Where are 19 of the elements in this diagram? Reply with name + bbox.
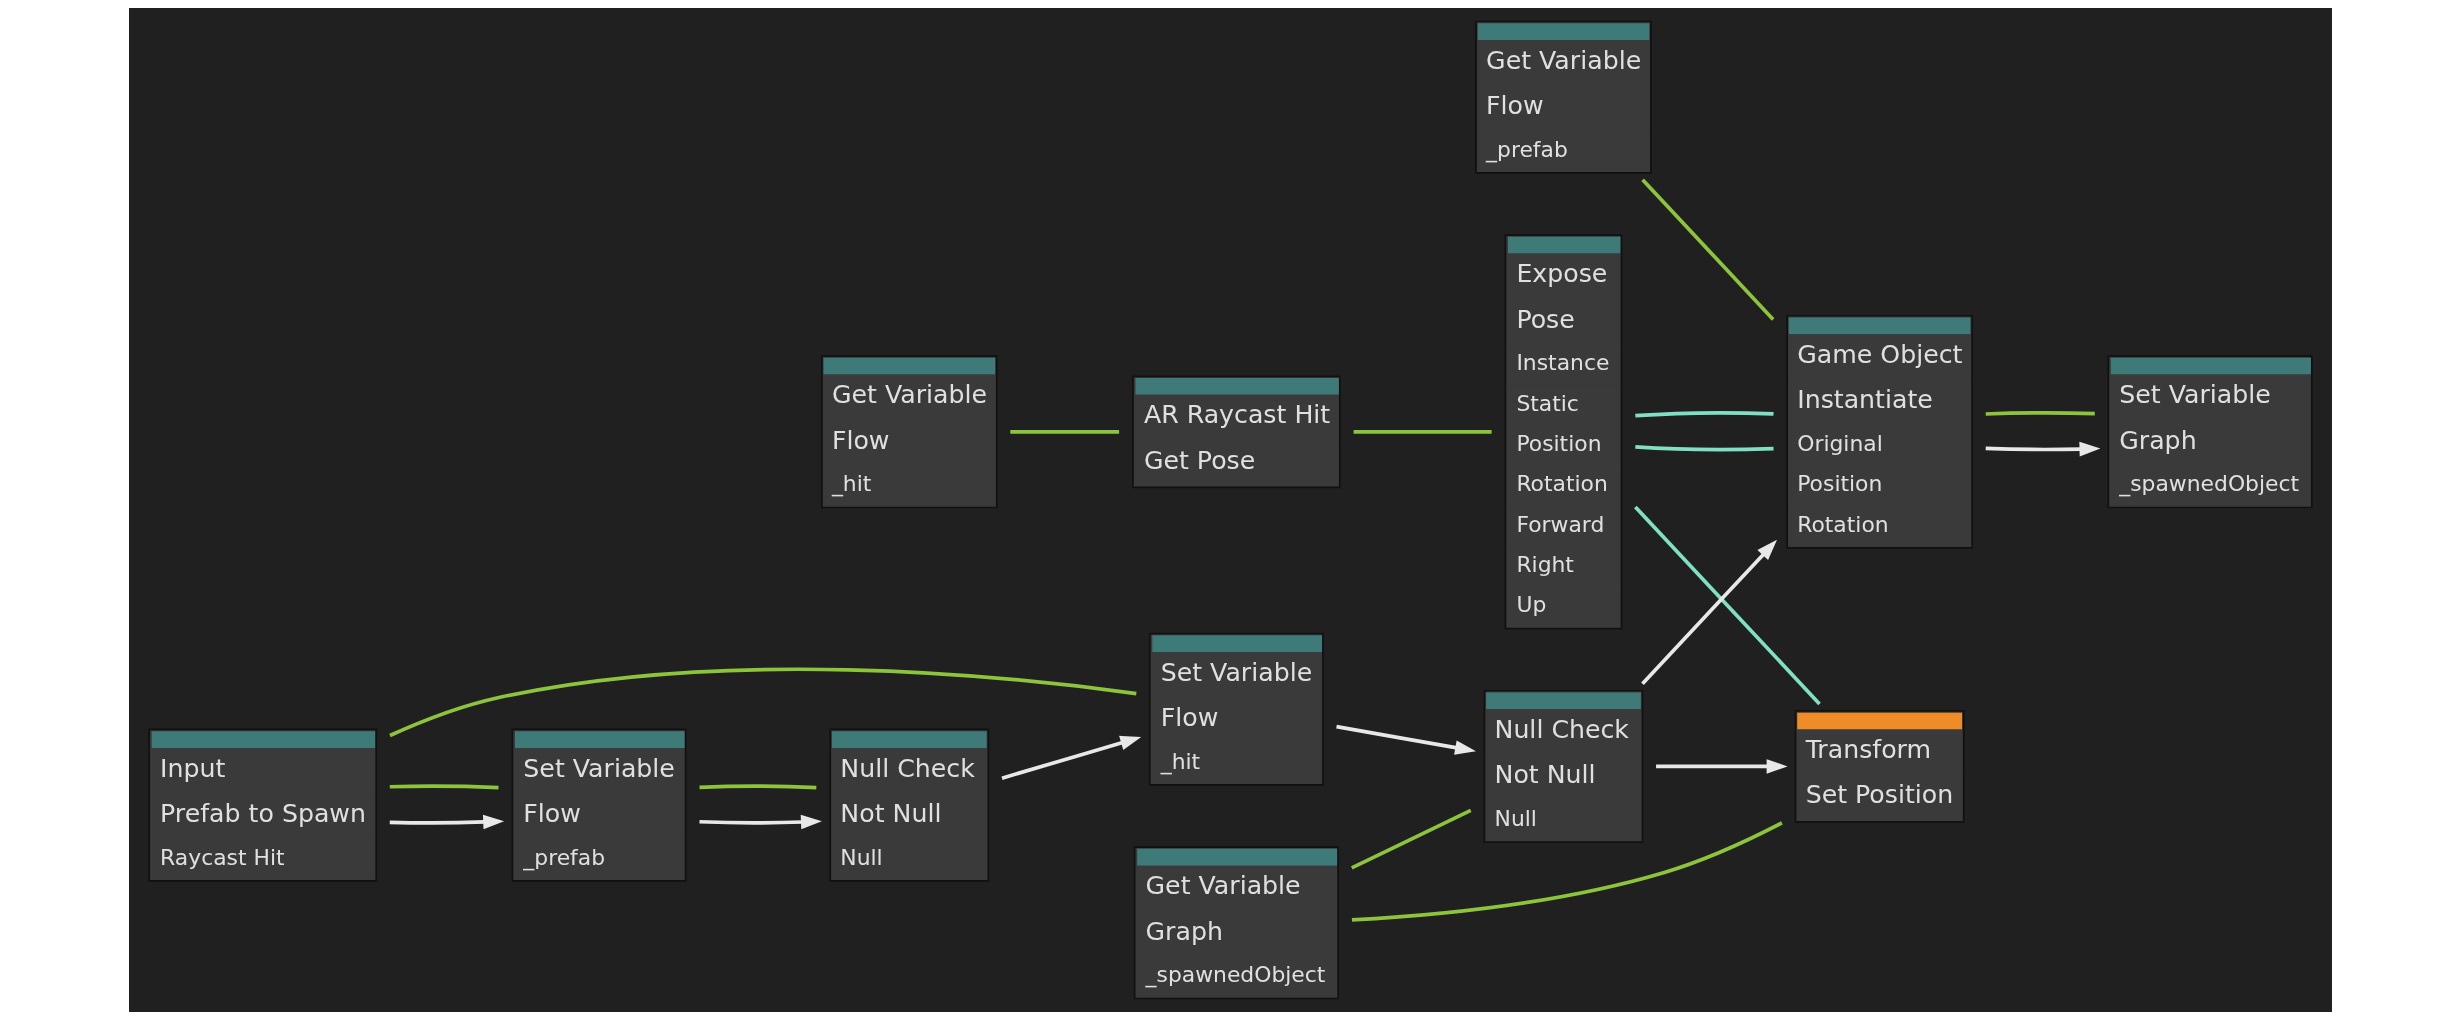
arrow [1985, 441, 2100, 457]
connector [1009, 429, 1119, 434]
connector [1634, 411, 1774, 418]
connector [389, 784, 499, 790]
arrow [1655, 759, 1788, 774]
connector [1634, 444, 1774, 452]
arrow [1640, 539, 1777, 685]
arrow [1001, 735, 1141, 780]
connector [698, 784, 816, 790]
connector [1985, 411, 2095, 416]
connector [1640, 178, 1774, 321]
connector [1350, 808, 1472, 870]
connector [1353, 429, 1492, 434]
connector [1633, 505, 1821, 706]
connector [1351, 821, 1783, 922]
arrow [698, 814, 822, 830]
arrow [1335, 724, 1476, 755]
arrow [389, 814, 504, 830]
connector [388, 667, 1137, 738]
